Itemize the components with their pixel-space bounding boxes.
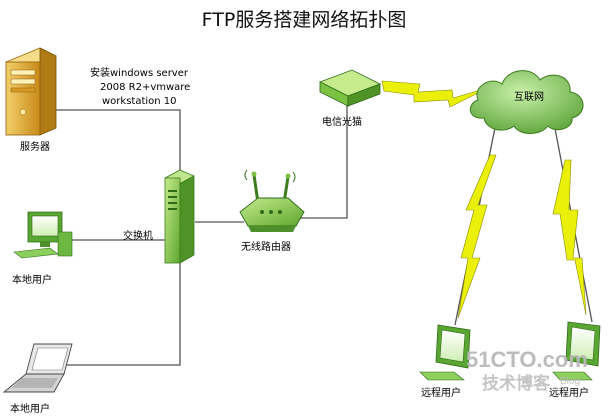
router-label: 无线路由器 bbox=[241, 240, 291, 253]
wireless-links bbox=[381, 80, 587, 319]
internet-label: 互联网 bbox=[514, 91, 544, 103]
switch-label: 交换机 bbox=[123, 229, 153, 242]
server-label: 服务器 bbox=[20, 140, 50, 153]
server-note-line-1: 安装windows server bbox=[90, 66, 189, 79]
server-icon bbox=[5, 47, 57, 136]
server-note-line-3: workstation 10 bbox=[102, 96, 177, 107]
laptop-icon bbox=[2, 343, 73, 393]
diagram-title: FTP服务搭建网络拓扑图 bbox=[202, 9, 407, 31]
watermark-main: 51CTO.com bbox=[466, 347, 588, 372]
link-router-modem bbox=[298, 102, 348, 219]
wireless-router-icon bbox=[239, 169, 305, 232]
modem-label: 电信光猫 bbox=[322, 115, 362, 128]
internet-cloud-icon bbox=[469, 70, 584, 134]
watermark: 51CTO.com 技术博客 Blog bbox=[466, 347, 588, 394]
remote-pc-right-icon bbox=[552, 321, 601, 381]
modem-icon bbox=[319, 69, 381, 107]
server-note-line-2: 2008 R2+vmware bbox=[100, 82, 190, 93]
remote-pc-left-icon bbox=[419, 324, 471, 381]
remote-left-label: 远程用户 bbox=[421, 386, 461, 399]
remote-right-label: 远程用户 bbox=[549, 386, 589, 399]
switch-icon bbox=[164, 169, 195, 264]
lightning-modem-cloud bbox=[381, 80, 489, 108]
lightning-right bbox=[552, 159, 587, 316]
desktop-pc-icon bbox=[13, 211, 73, 259]
link-laptop-switch bbox=[55, 262, 181, 366]
link-server-switch bbox=[40, 109, 181, 175]
lightning-left bbox=[457, 154, 497, 319]
local-pc-label: 本地用户 bbox=[12, 273, 52, 286]
laptop-label: 本地用户 bbox=[10, 402, 50, 415]
watermark-tiny: Blog bbox=[560, 376, 580, 387]
watermark-sub: 技术博客 bbox=[482, 373, 551, 394]
